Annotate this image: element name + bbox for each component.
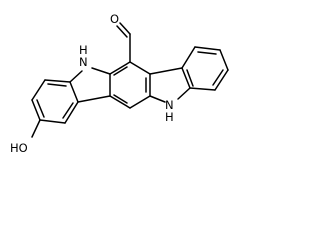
bond-l5 (64, 101, 79, 124)
double-bond-central-1 (113, 66, 128, 76)
bond-l3 (31, 99, 41, 121)
bond-c5a-n5 (91, 67, 111, 75)
bond-cho-o (119, 22, 131, 35)
bond-c6a-c6 (129, 61, 151, 75)
bond-n11-c11a (149, 95, 166, 103)
central-ring (109, 61, 151, 109)
bond-l2 (31, 79, 46, 101)
left-benzene-ring: HO (10, 79, 79, 155)
bond-r2 (194, 46, 221, 51)
aldehyde-oxygen-label: O (110, 12, 119, 26)
bond-r1 (181, 46, 196, 69)
bond-c13-c4b (77, 95, 111, 103)
double-bond-central-2 (113, 94, 128, 104)
hydroxyl-label: HO (10, 141, 28, 155)
double-bond-left-3 (62, 102, 74, 119)
bond-l1 (44, 79, 71, 83)
bond-c10a-n11 (177, 87, 191, 100)
right-pyrrole-ring: N H (149, 67, 191, 124)
bond-r4 (214, 69, 229, 91)
double-bond-left-2 (36, 99, 45, 118)
aldehyde-group: O (110, 12, 131, 63)
bond-r3 (219, 49, 229, 71)
bond-r5 (189, 87, 216, 91)
right-benzene-ring (181, 46, 229, 91)
bond-c-oh (31, 119, 41, 138)
nh-top-left-h-label: H (79, 43, 88, 57)
bond-c6-c5a (109, 61, 131, 75)
nh-bottom-right-n-label: N (165, 98, 174, 112)
bond-c6b-c10a (181, 67, 191, 89)
bond-cho-o-double (116, 25, 128, 38)
double-bond-right-1 (197, 51, 217, 55)
bond-c4a-c13 (69, 81, 79, 103)
double-bond-left-1 (47, 83, 67, 87)
left-pyrrole-ring: N H (69, 43, 111, 103)
bond-l4 (39, 119, 66, 124)
bond-c4b-c12 (109, 95, 131, 109)
nh-top-left-n-label: N (79, 55, 88, 69)
bond-c6a-c6b (149, 67, 183, 75)
double-bond-right-2 (212, 69, 224, 86)
double-bond-right-3 (186, 69, 194, 87)
bond-n5-c4a (69, 70, 83, 83)
bond-c12-c11a (129, 95, 151, 109)
nh-bottom-right-h-label: H (165, 110, 174, 124)
molecule-structure-drawing: O N H HO (10, 12, 229, 155)
